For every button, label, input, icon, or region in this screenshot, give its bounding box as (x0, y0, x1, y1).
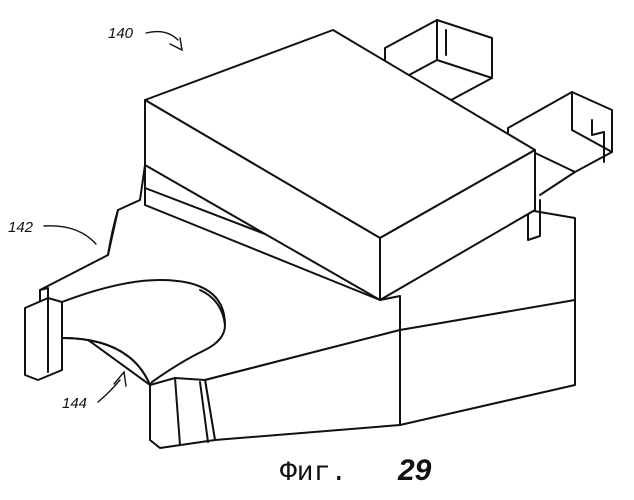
caption-word: Фиг. (280, 458, 347, 489)
leader-142 (44, 226, 96, 244)
leader-144 (98, 380, 120, 402)
ref-label-144: 144 (62, 395, 87, 412)
ref-label-140: 140 (108, 25, 134, 42)
caption-number: 29 (397, 454, 432, 487)
leader-140 (146, 32, 178, 40)
ref-label-142: 142 (8, 219, 34, 236)
arrow-140 (170, 38, 182, 50)
